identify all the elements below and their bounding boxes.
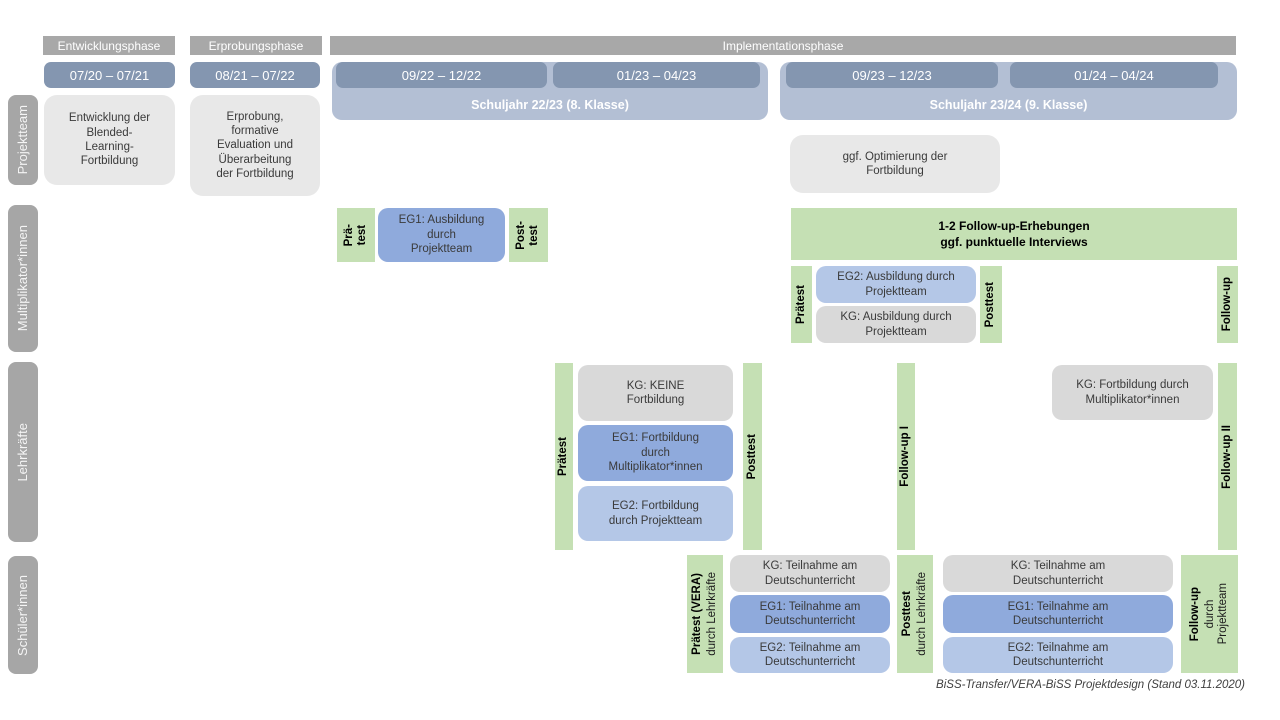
- mult-posttest-bar: Post- test: [509, 208, 548, 262]
- row-label-projektteam: Projektteam: [8, 95, 38, 185]
- row-label-multiplikatoren-text: Multiplikator*innen: [14, 225, 30, 332]
- mult-posttest2-bar-text: Posttest: [984, 281, 997, 328]
- schueler-followup-bold-text: Follow-up: [1188, 586, 1201, 642]
- row-label-multiplikatoren: Multiplikator*innen: [8, 205, 38, 352]
- lehr-kg-keine-fortbildung-box: KG: KEINE Fortbildung: [578, 365, 733, 421]
- diagram-caption: BiSS-Transfer/VERA-BiSS Projektdesign (S…: [936, 679, 1245, 691]
- phase-header-erprobungsphase: Erprobungsphase: [190, 36, 322, 55]
- schuljahr-group-2324: 09/23 – 12/23 01/24 – 04/24 Schuljahr 23…: [780, 62, 1237, 120]
- lehr-praetest-bar-text: Prätest: [557, 437, 570, 476]
- schueler-praetest-vera-sub-text: durch Lehrkräfte: [706, 572, 718, 656]
- mult-eg2-ausbildung-box: EG2: Ausbildung durch Projektteam: [816, 266, 976, 303]
- schueler-kg-teilnahme-box-1: KG: Teilnahme am Deutschunterricht: [730, 555, 890, 592]
- row-label-lehrkraefte: Lehrkräfte: [8, 362, 38, 542]
- mult-posttest2-bar: Posttest: [980, 266, 1002, 343]
- phase-header-implementationsphase: Implementationsphase: [330, 36, 1236, 55]
- date-pill-0720-0721: 07/20 – 07/21: [44, 62, 175, 88]
- schueler-praetest-vera-bold-text: Prätest (VERA): [690, 573, 703, 655]
- row-label-lehrkraefte-text: Lehrkräfte: [14, 422, 30, 482]
- date-pill-0821-0722: 08/21 – 07/22: [190, 62, 320, 88]
- lehr-praetest-bar: Prätest: [555, 363, 573, 550]
- mult-eg1-ausbildung-box: EG1: Ausbildung durch Projektteam: [378, 208, 505, 262]
- optimierung-fortbildung-box: ggf. Optimierung der Fortbildung: [790, 135, 1000, 193]
- lehr-eg1-fortbildung-box: EG1: Fortbildung durch Multiplikator*inn…: [578, 425, 733, 481]
- mult-followup-bar-text: Follow-up: [1220, 277, 1233, 332]
- lehr-followup1-bar: Follow-up I: [897, 363, 915, 550]
- schueler-eg1-teilnahme-box-1: EG1: Teilnahme am Deutschunterricht: [730, 595, 890, 633]
- mult-praetest2-bar-text: Prätest: [794, 285, 807, 324]
- schueler-eg2-teilnahme-box-1: EG2: Teilnahme am Deutschunterricht: [730, 637, 890, 673]
- date-pill-0922-1222: 09/22 – 12/22: [336, 62, 547, 88]
- schueler-followup-bar: Follow-up durch Projektteam: [1181, 555, 1238, 673]
- mult-kg-ausbildung-box: KG: Ausbildung durch Projektteam: [816, 306, 976, 343]
- mult-followup-bar: Follow-up: [1217, 266, 1238, 343]
- date-pill-0123-0423: 01/23 – 04/23: [553, 62, 760, 88]
- mult-praetest-bar: Prä- test: [337, 208, 375, 262]
- phase-header-entwicklungsphase: Entwicklungsphase: [43, 36, 175, 55]
- lehr-posttest-bar: Posttest: [743, 363, 762, 550]
- erprobung-evaluation-box: Erprobung, formative Evaluation und Über…: [190, 95, 320, 196]
- schueler-kg-teilnahme-box-2: KG: Teilnahme am Deutschunterricht: [943, 555, 1173, 592]
- date-pill-0124-0424: 01/24 – 04/24: [1010, 62, 1218, 88]
- schuljahr-2324-label: Schuljahr 23/24 (9. Klasse): [929, 98, 1088, 112]
- schuljahr-2223-label: Schuljahr 22/23 (8. Klasse): [471, 98, 629, 112]
- lehr-followup2-bar: Follow-up II: [1218, 363, 1237, 550]
- row-label-schueler-text: Schüler*innen: [14, 574, 30, 656]
- lehr-followup2-bar-text: Follow-up II: [1220, 424, 1233, 489]
- lehr-eg2-fortbildung-box: EG2: Fortbildung durch Projektteam: [578, 486, 733, 541]
- schueler-posttest-bar: Posttest durch Lehrkräfte: [897, 555, 933, 673]
- lehr-followup1-bar-text: Follow-up I: [899, 426, 912, 487]
- mult-posttest-bar-text: Post- test: [515, 220, 541, 250]
- row-label-projektteam-text: Projektteam: [14, 105, 30, 175]
- schuljahr-group-2223: 09/22 – 12/22 01/23 – 04/23 Schuljahr 22…: [332, 62, 768, 120]
- mult-praetest-bar-text: Prä- test: [342, 223, 368, 247]
- lehr-kg-fortbildung-box: KG: Fortbildung durch Multiplikator*inne…: [1052, 365, 1213, 420]
- row-label-schueler: Schüler*innen: [8, 556, 38, 674]
- mult-praetest2-bar: Prätest: [791, 266, 812, 343]
- schueler-eg1-teilnahme-box-2: EG1: Teilnahme am Deutschunterricht: [943, 595, 1173, 633]
- schueler-posttest-sub-text: durch Lehrkräfte: [916, 572, 928, 656]
- schueler-eg2-teilnahme-box-2: EG2: Teilnahme am Deutschunterricht: [943, 637, 1173, 673]
- mult-followup-erhebungen-box: 1-2 Follow-up-Erhebungen ggf. punktuelle…: [791, 208, 1237, 260]
- schueler-followup-sub-text: durch Projektteam: [1203, 583, 1230, 645]
- entwicklung-blended-learning-box: Entwicklung der Blended- Learning- Fortb…: [44, 95, 175, 185]
- schueler-praetest-vera-bar: Prätest (VERA) durch Lehrkräfte: [687, 555, 723, 673]
- date-pill-0923-1223: 09/23 – 12/23: [786, 62, 998, 88]
- schueler-posttest-bold-text: Posttest: [900, 591, 913, 637]
- lehr-posttest-bar-text: Posttest: [745, 433, 758, 480]
